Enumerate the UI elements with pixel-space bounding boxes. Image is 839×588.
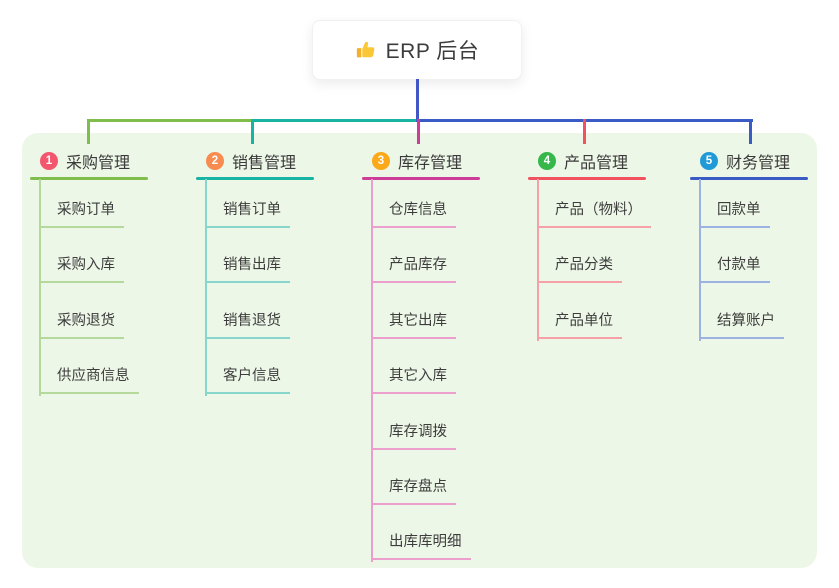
branch-node[interactable]: 3 库存管理 — [372, 148, 462, 174]
branch-number-badge: 5 — [700, 152, 718, 170]
branch-column: 4 产品管理产品（物料） 产品分类产品单位 — [528, 0, 651, 588]
branch-underline — [528, 177, 646, 180]
child-row: 客户信息 — [205, 339, 290, 395]
child-node[interactable]: 回款单 — [699, 198, 770, 228]
child-node[interactable]: 结算账户 — [699, 309, 784, 339]
child-node[interactable]: 采购入库 — [39, 253, 124, 284]
child-row: 销售订单 — [205, 173, 290, 228]
branch-node[interactable]: 2 销售管理 — [206, 148, 296, 174]
branch-number-badge: 4 — [538, 152, 556, 170]
connector-drop-4 — [582, 119, 586, 144]
branch-label[interactable]: 销售管理 — [232, 155, 297, 172]
child-node[interactable]: 客户信息 — [205, 364, 290, 395]
child-row: 产品（物料） — [537, 173, 651, 228]
child-connector-line — [371, 179, 373, 563]
child-list: 销售订单销售出库销售退货客户信息 — [205, 173, 290, 395]
child-node[interactable]: 采购订单 — [39, 198, 124, 228]
child-node[interactable]: 采购退货 — [39, 309, 124, 339]
branch-label[interactable]: 库存管理 — [398, 155, 463, 172]
branch-underline — [196, 177, 314, 180]
connector-seg-1 — [86, 119, 254, 122]
child-connector-line — [699, 179, 701, 341]
child-connector-line — [537, 179, 539, 341]
root-label[interactable]: ERP 后台 — [385, 40, 480, 63]
branch-column: 2 销售管理销售订单销售出库销售退货客户信息 — [196, 0, 314, 588]
child-row: 其它入库 — [371, 339, 471, 395]
root-node[interactable]: ERP 后台 — [312, 20, 522, 80]
child-list: 采购订单采购入库采购退货供应商信息 — [39, 173, 139, 395]
child-node[interactable]: 库存盘点 — [371, 475, 456, 505]
child-row: 结算账户 — [699, 283, 784, 339]
child-node[interactable]: 仓库信息 — [371, 198, 456, 228]
child-node[interactable]: 库存调拨 — [371, 420, 456, 450]
branch-node[interactable]: 5 财务管理 — [700, 148, 790, 174]
connector-drop-1 — [86, 119, 90, 144]
child-row: 采购退货 — [39, 283, 139, 339]
trunk-connector — [415, 79, 419, 122]
connector-drop-5 — [748, 119, 752, 144]
child-list: 产品（物料） 产品分类产品单位 — [537, 173, 651, 339]
child-row: 回款单 — [699, 173, 784, 228]
child-row: 产品单位 — [537, 283, 651, 339]
child-row: 付款单 — [699, 228, 784, 284]
child-node[interactable]: 产品库存 — [371, 253, 456, 284]
mindmap-panel — [22, 133, 817, 568]
child-node[interactable]: 产品单位 — [537, 309, 622, 339]
child-row: 出库库明细 — [371, 505, 471, 561]
branch-underline — [30, 177, 148, 180]
branch-label[interactable]: 财务管理 — [726, 155, 791, 172]
branch-label[interactable]: 产品管理 — [564, 155, 629, 172]
child-row: 其它出库 — [371, 283, 471, 339]
branch-label[interactable]: 采购管理 — [66, 155, 131, 172]
child-node[interactable]: 供应商信息 — [39, 364, 139, 395]
child-row: 销售出库 — [205, 228, 290, 284]
child-list: 仓库信息产品库存其它出库其它入库库存调拨库存盘点出库库明细 — [371, 173, 471, 561]
branch-number-badge: 3 — [372, 152, 390, 170]
child-node[interactable]: 付款单 — [699, 253, 770, 284]
child-row: 产品分类 — [537, 228, 651, 284]
branch-column: 3 库存管理仓库信息产品库存其它出库其它入库库存调拨库存盘点出库库明细 — [362, 0, 480, 588]
child-row: 库存盘点 — [371, 450, 471, 505]
child-row: 采购入库 — [39, 228, 139, 284]
child-node[interactable]: 销售出库 — [205, 253, 290, 284]
connector-drop-2 — [250, 119, 254, 144]
branch-underline — [362, 177, 480, 180]
branch-number-badge: 2 — [206, 152, 224, 170]
child-connector-line — [205, 179, 207, 397]
child-row: 销售退货 — [205, 283, 290, 339]
child-node[interactable]: 销售订单 — [205, 198, 290, 228]
child-list: 回款单付款单结算账户 — [699, 173, 784, 339]
branch-column: 5 财务管理回款单付款单结算账户 — [690, 0, 808, 588]
branch-underline — [690, 177, 808, 180]
child-node[interactable]: 销售退货 — [205, 309, 290, 339]
child-node[interactable]: 产品（物料） — [537, 198, 651, 228]
connector-seg-2 — [250, 119, 420, 122]
child-row: 供应商信息 — [39, 339, 139, 395]
child-row: 采购订单 — [39, 173, 139, 228]
thumbs-up-icon — [355, 39, 377, 61]
child-connector-line — [39, 179, 41, 397]
branch-node[interactable]: 1 采购管理 — [40, 148, 130, 174]
branch-node[interactable]: 4 产品管理 — [538, 148, 628, 174]
child-row: 库存调拨 — [371, 394, 471, 450]
child-node[interactable]: 其它出库 — [371, 309, 456, 339]
branch-column: 1 采购管理采购订单采购入库采购退货供应商信息 — [30, 0, 148, 588]
connector-drop-3 — [416, 119, 420, 144]
child-row: 仓库信息 — [371, 173, 471, 228]
child-row: 产品库存 — [371, 228, 471, 284]
branch-number-badge: 1 — [40, 152, 58, 170]
child-node[interactable]: 产品分类 — [537, 253, 622, 284]
child-node[interactable]: 出库库明细 — [371, 530, 471, 561]
child-node[interactable]: 其它入库 — [371, 364, 456, 395]
